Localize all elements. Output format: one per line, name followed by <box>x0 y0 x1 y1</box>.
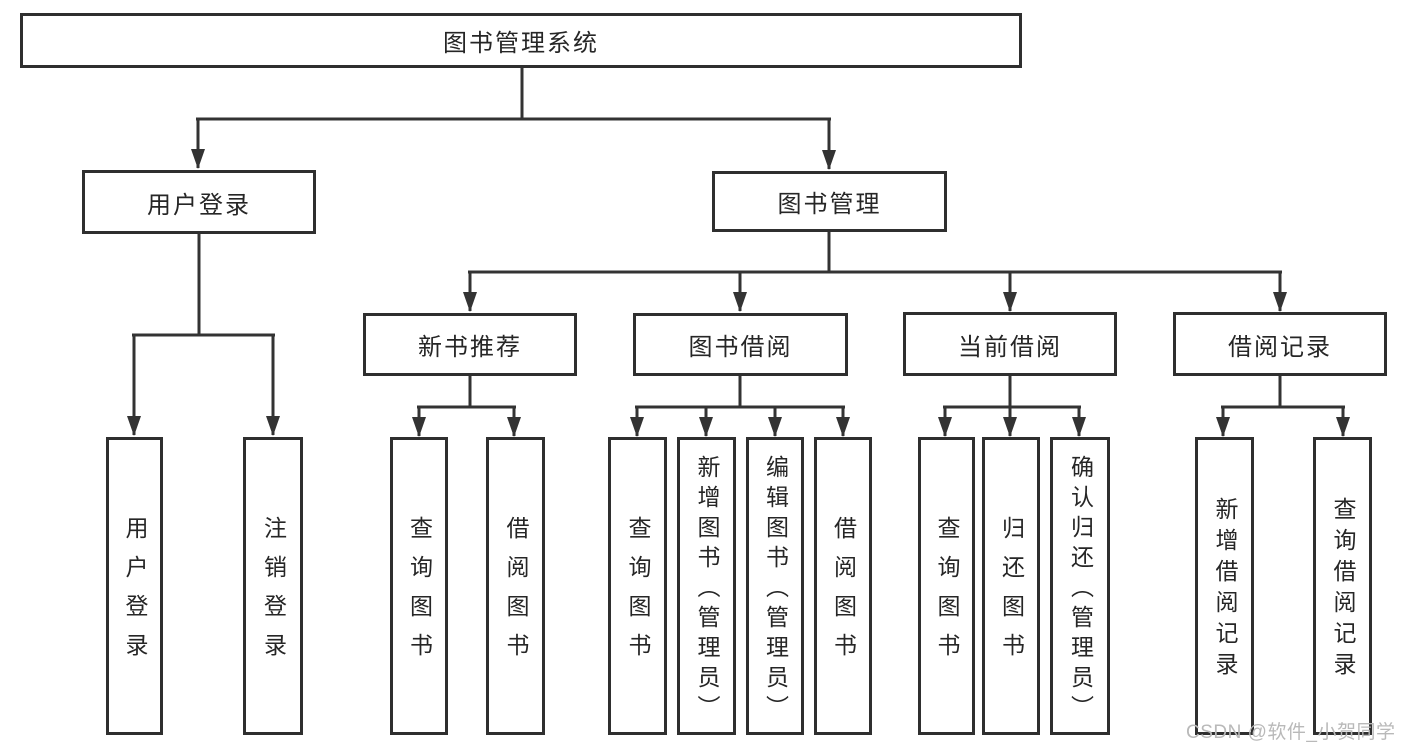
leaf-borrowing-query-books: 查询图书 <box>608 437 667 735</box>
node-user-login: 用户登录 <box>82 170 316 234</box>
leaf-add-books-admin: 新增图书（管理员） <box>677 437 736 735</box>
leaf-user-login: 用户登录 <box>106 437 163 735</box>
node-borrowing-records: 借阅记录 <box>1173 312 1387 376</box>
node-new-book-recommend: 新书推荐 <box>363 313 577 376</box>
leaf-logout: 注销登录 <box>243 437 303 735</box>
node-book-management: 图书管理 <box>712 171 947 232</box>
leaf-query-borrow-record: 查询借阅记录 <box>1313 437 1372 735</box>
leaf-return-books: 归还图书 <box>982 437 1040 735</box>
leaf-add-borrow-record: 新增借阅记录 <box>1195 437 1254 735</box>
leaf-recommend-query-books: 查询图书 <box>390 437 448 735</box>
leaf-recommend-borrow-books: 借阅图书 <box>486 437 545 735</box>
leaf-borrowing-borrow-books: 借阅图书 <box>814 437 872 735</box>
leaf-confirm-return-admin: 确认归还（管理员） <box>1050 437 1110 735</box>
node-current-borrowing: 当前借阅 <box>903 312 1117 376</box>
csdn-watermark: CSDN @软件_小贺同学 <box>1186 722 1396 743</box>
leaf-edit-books-admin: 编辑图书（管理员） <box>746 437 804 735</box>
node-book-borrowing: 图书借阅 <box>633 313 848 376</box>
leaf-current-query-books: 查询图书 <box>918 437 975 735</box>
node-library-system: 图书管理系统 <box>20 13 1022 68</box>
